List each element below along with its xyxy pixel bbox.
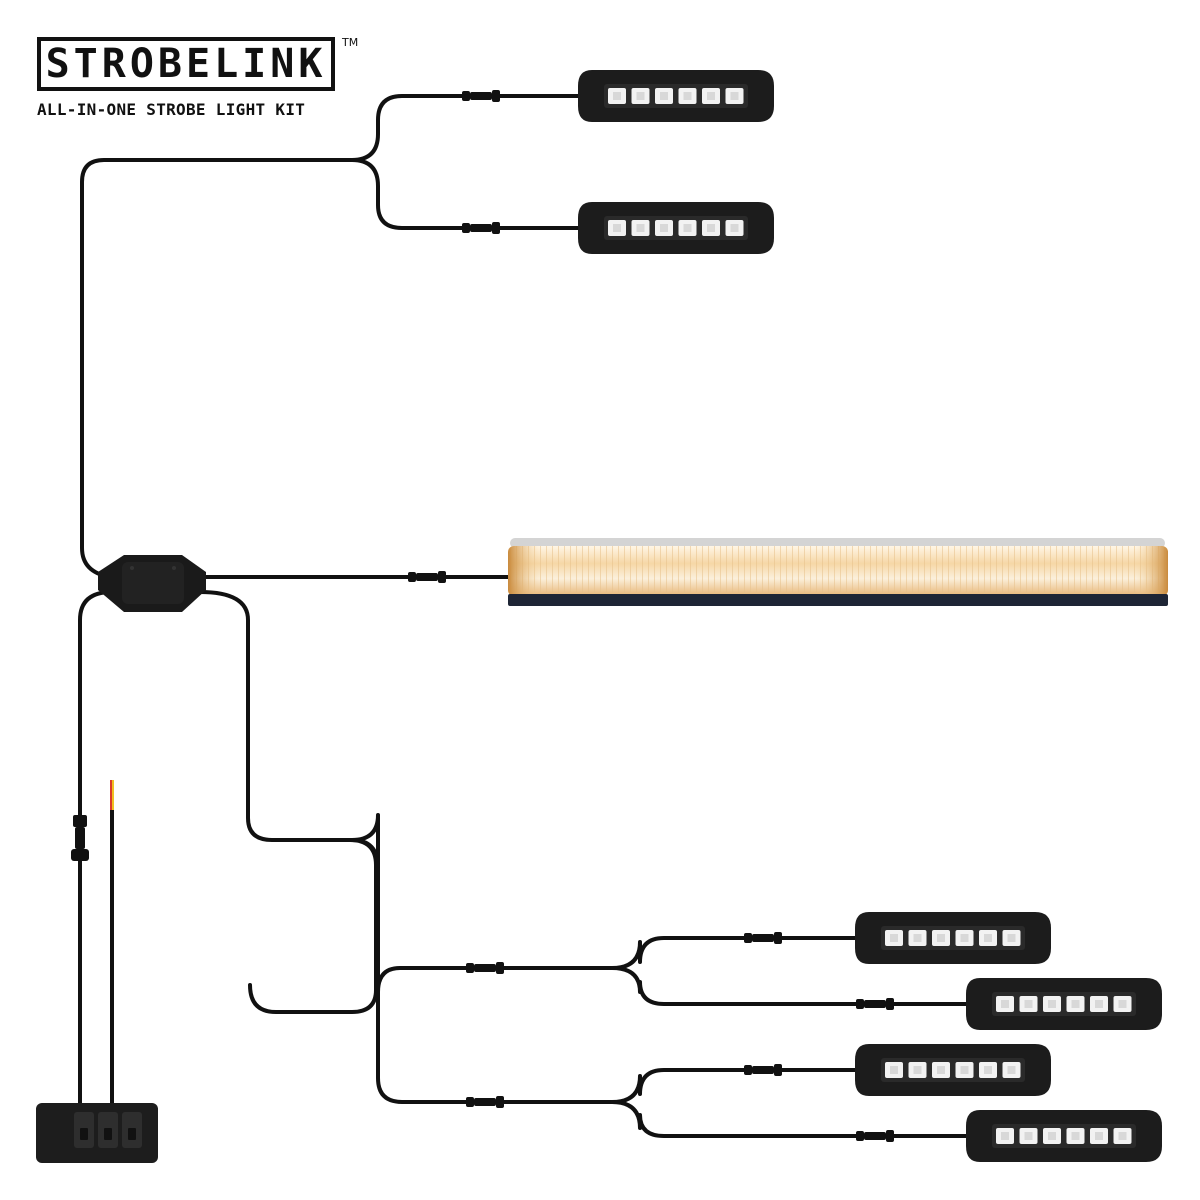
cable-bottom-lower	[350, 838, 872, 1104]
connector-bottom-b	[466, 1096, 504, 1108]
connector-bottom-a	[466, 962, 504, 974]
brand-logo-box: STROBELINK	[37, 37, 335, 91]
brand-name: STROBELINK	[45, 41, 327, 87]
cable-top-trunk	[80, 94, 592, 579]
strobe-pod	[966, 1110, 1162, 1162]
strobe-pod	[966, 978, 1162, 1030]
connector-bottom-1	[744, 932, 782, 944]
power-wire-tip	[110, 780, 114, 845]
cable-bottom-lower-2	[610, 1100, 982, 1138]
strobe-pod	[855, 912, 1051, 964]
cable-connectors	[71, 90, 894, 1142]
connector-bottom-4	[856, 1130, 894, 1142]
strobe-pod	[578, 70, 774, 122]
connector-bottom-3	[744, 1064, 782, 1076]
strobe-pod	[578, 202, 774, 254]
cable-bottom-upper-2	[610, 966, 982, 1006]
strobe-pod	[855, 1044, 1051, 1096]
trademark-mark: TM	[342, 36, 359, 49]
product-subtitle: ALL-IN-ONE STROBE LIGHT KIT	[37, 100, 306, 119]
cable-bottom-upper	[350, 813, 872, 994]
connector-lightbar	[408, 571, 446, 583]
connector-switch-feed	[71, 815, 89, 861]
cable-bottom-trunk	[198, 590, 378, 1014]
strobe-pods	[578, 70, 1162, 1162]
cable-top-lower	[350, 158, 592, 230]
cable-network	[78, 94, 982, 1138]
connector-top-2	[462, 222, 500, 234]
light-bar	[508, 538, 1168, 606]
switch-panel	[36, 1103, 158, 1163]
controller-hub	[98, 555, 206, 612]
connector-bottom-2	[856, 998, 894, 1010]
connector-top-1	[462, 90, 500, 102]
cable-switch-feed	[78, 590, 114, 1107]
